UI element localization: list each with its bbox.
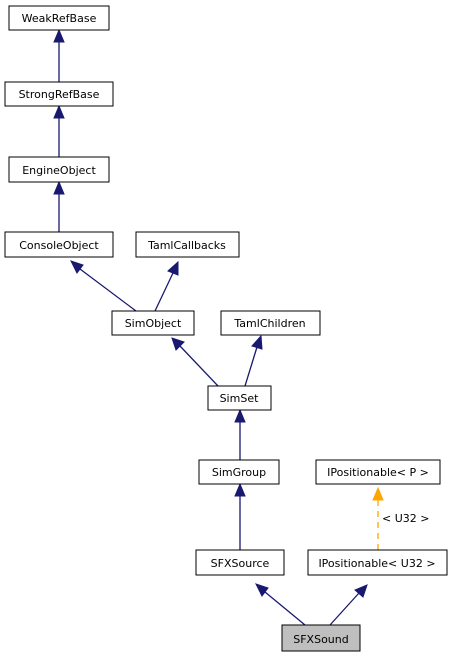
node-label: EngineObject bbox=[22, 164, 96, 177]
node-label: TamlChildren bbox=[233, 317, 305, 330]
node-sfxsound-current[interactable]: SFXSound bbox=[281, 624, 361, 652]
edge-simobject-tamlcallbacks bbox=[154, 272, 174, 312]
node-ipositionable-u32[interactable]: IPositionable< U32 > bbox=[307, 549, 448, 576]
node-ipositionable-p[interactable]: IPositionable< P > bbox=[315, 459, 441, 485]
edge-arrowhead bbox=[53, 28, 65, 43]
node-simobject[interactable]: SimObject bbox=[111, 310, 195, 336]
node-weakrefbase[interactable]: WeakRefBase bbox=[8, 5, 110, 31]
edge-arrowhead-template bbox=[372, 486, 384, 501]
node-label: WeakRefBase bbox=[22, 12, 97, 25]
edge-arrowhead bbox=[53, 180, 65, 195]
edge-arrowhead bbox=[70, 260, 84, 274]
node-consoleobject[interactable]: ConsoleObject bbox=[4, 231, 114, 258]
edge-arrowhead bbox=[171, 337, 185, 351]
edge-sfxsound-sfxsource bbox=[264, 591, 306, 626]
node-engineobject[interactable]: EngineObject bbox=[8, 156, 110, 183]
node-label: IPositionable< P > bbox=[327, 466, 429, 479]
node-label: StrongRefBase bbox=[19, 88, 100, 101]
edge-simset-tamlchildren bbox=[244, 346, 258, 387]
node-label: SimSet bbox=[220, 392, 260, 405]
edge-arrowhead bbox=[167, 260, 179, 276]
node-tamlchildren[interactable]: TamlChildren bbox=[220, 310, 321, 336]
node-sfxsource[interactable]: SFXSource bbox=[195, 549, 285, 576]
edge-arrowhead bbox=[354, 584, 368, 598]
node-tamlcallbacks[interactable]: TamlCallbacks bbox=[135, 231, 240, 258]
node-label: IPositionable< U32 > bbox=[318, 557, 435, 570]
node-simgroup[interactable]: SimGroup bbox=[198, 459, 280, 485]
edge-arrowhead bbox=[255, 583, 269, 597]
node-label: SimGroup bbox=[212, 466, 266, 479]
node-label: SFXSource bbox=[211, 557, 270, 570]
node-simset[interactable]: SimSet bbox=[207, 385, 272, 411]
edge-arrowhead bbox=[251, 334, 263, 350]
node-label: SFXSound bbox=[293, 633, 348, 646]
edge-sfxsound-ipositionable-u32 bbox=[329, 592, 360, 626]
node-label: SimObject bbox=[125, 317, 182, 330]
template-edge-label: < U32 > bbox=[382, 512, 429, 525]
edge-arrowhead bbox=[234, 408, 246, 423]
node-strongrefbase[interactable]: StrongRefBase bbox=[4, 81, 114, 107]
node-label: TamlCallbacks bbox=[147, 239, 226, 252]
edges bbox=[53, 28, 384, 626]
edge-arrowhead bbox=[234, 482, 246, 497]
node-label: ConsoleObject bbox=[19, 239, 99, 252]
edge-simobject-consoleobject bbox=[79, 268, 137, 312]
edge-simset-simobject bbox=[179, 345, 219, 387]
edge-arrowhead bbox=[53, 104, 65, 119]
